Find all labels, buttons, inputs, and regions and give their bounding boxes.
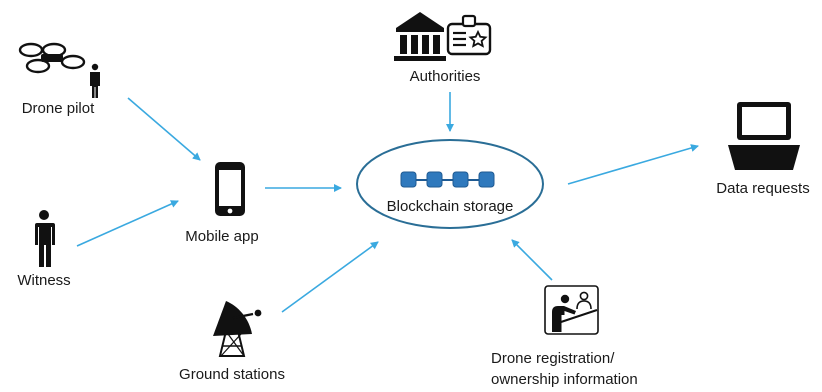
drone-pilot-label: Drone pilot	[21, 100, 95, 117]
drone-pilot-icon	[18, 42, 100, 98]
arrow-blockchain-to-data-requests	[567, 144, 699, 185]
blockchain-label: Blockchain storage	[386, 198, 514, 215]
laptop-icon	[728, 102, 800, 170]
blockchain-ellipse	[356, 139, 544, 229]
witness-label: Witness	[17, 272, 71, 289]
blockchain-icon	[400, 171, 495, 188]
arrow-ground-stations-to-blockchain	[281, 241, 379, 313]
smartphone-icon	[215, 162, 245, 216]
data-requests-label: Data requests	[716, 180, 810, 197]
blockchain-node	[356, 139, 544, 229]
person-icon	[35, 210, 55, 267]
registration-label-line1: Drone registration/	[491, 350, 615, 367]
arrow-drone-pilot-to-mobile-app	[127, 97, 201, 161]
ground-stations-label: Ground stations	[179, 366, 285, 383]
id-card-icon	[446, 14, 492, 56]
satellite-dish-icon	[213, 301, 262, 357]
mobile-app-label: Mobile app	[185, 228, 259, 245]
government-building-icon	[394, 12, 446, 61]
registration-label-line2: ownership information	[491, 371, 638, 388]
registration-desk-icon	[544, 285, 599, 335]
authorities-label: Authorities	[409, 68, 481, 85]
arrow-registration-to-blockchain	[511, 239, 553, 281]
arrows	[76, 92, 699, 313]
arrow-witness-to-mobile-app	[76, 200, 179, 247]
